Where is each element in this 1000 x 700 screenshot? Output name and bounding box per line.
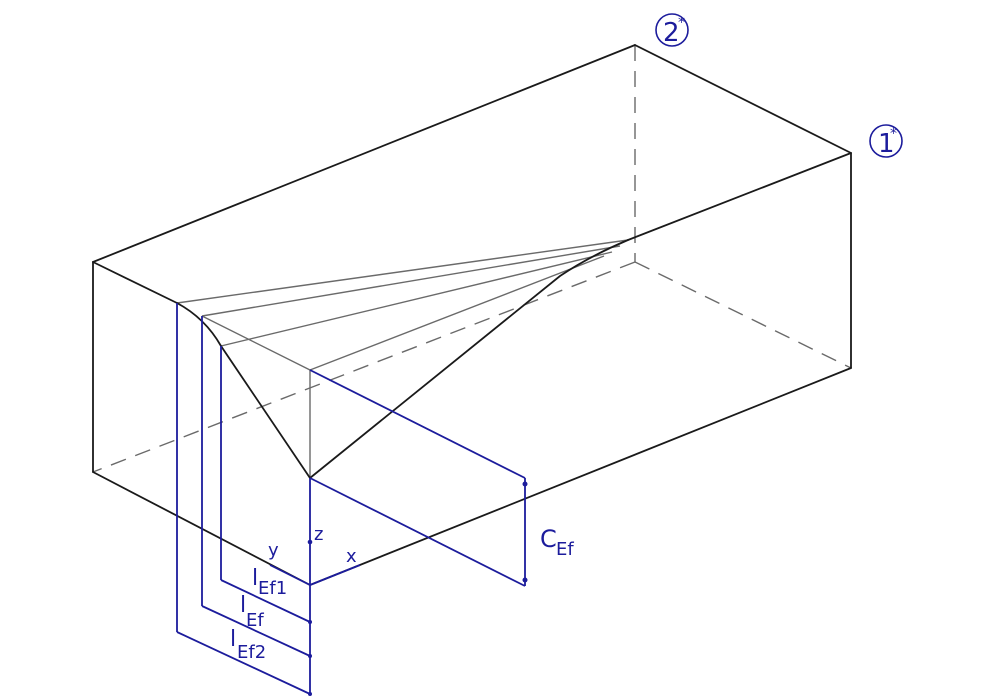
l-ef2-sub: Ef2 xyxy=(237,642,266,663)
axis-y-label: y xyxy=(268,540,279,561)
marker-1-label: 1 xyxy=(878,129,895,159)
c-ef-main: C xyxy=(540,525,557,553)
dimension-l-ef2: l Ef2 xyxy=(230,627,266,663)
marker-2-badge: 2 * xyxy=(655,13,689,48)
c-ef-sub: Ef xyxy=(556,539,574,560)
l-ef-main: l xyxy=(240,593,246,618)
marker-1-badge: 1 * xyxy=(869,124,903,159)
marker-2-star: * xyxy=(678,15,685,31)
marker-1-star: * xyxy=(890,126,897,142)
dimension-l-ef1: l Ef1 xyxy=(252,566,287,599)
marker-2-label: 2 xyxy=(663,18,680,48)
dimension-c-ef: C Ef xyxy=(540,525,574,560)
construction-lines xyxy=(176,239,629,478)
dimension-l-ef: l Ef xyxy=(240,593,264,631)
axis-x-label: x xyxy=(346,546,357,567)
axis-z-label: z xyxy=(314,524,323,545)
l-ef2-main: l xyxy=(230,627,236,652)
l-ef1-sub: Ef1 xyxy=(258,578,287,599)
l-ef1-main: l xyxy=(252,566,258,591)
dimension-lines xyxy=(176,303,528,696)
l-ef-sub: Ef xyxy=(246,610,264,631)
hidden-edges xyxy=(92,45,852,473)
